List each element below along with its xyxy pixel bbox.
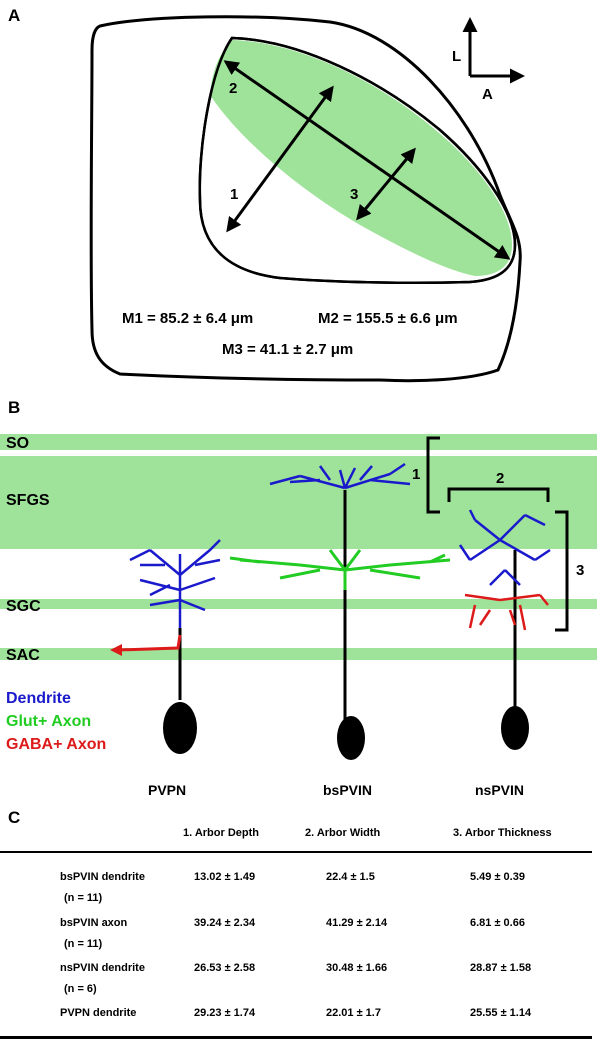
bspvin-neuron [229,462,451,760]
legend-dendrite: Dendrite [6,690,71,707]
m3-measurement: M3 = 41.1 ± 2.7 μm [222,341,354,358]
panel-b-letter: B [8,398,21,417]
bracket-1 [426,436,440,514]
bracket-label-1: 1 [412,466,421,483]
layer-band-sgc [0,599,597,609]
measure-label-1: 1 [230,186,239,203]
cell-depth: 39.24 ± 2.34 [194,917,256,929]
nspvin-neuron [458,509,551,750]
cell-width: 22.01 ± 1.7 [326,1007,381,1019]
m1-measurement: M1 = 85.2 ± 6.4 μm [122,310,254,327]
cell-label-nspvin: nsPVIN [475,782,525,798]
cell-thickness: 25.55 ± 1.14 [470,1007,532,1019]
column-header-width: 2. Arbor Width [305,827,381,839]
measure-label-3: 3 [350,186,359,203]
row-name: bsPVIN axon [60,917,128,929]
layer-band-so [0,434,597,450]
legend-gaba-axon: GABA+ Axon [6,736,107,753]
row-name: nsPVIN dendrite [60,962,145,974]
cell-width: 41.29 ± 2.14 [326,917,388,929]
layer-band-sfgs [0,456,597,549]
bracket-label-2: 2 [496,470,505,487]
orientation-anterior-label: A [482,86,493,103]
table-top-rule [0,851,592,853]
panel-c-letter: C [8,808,21,827]
row-name: bsPVIN dendrite [60,871,145,883]
row-name: PVPN dendrite [60,1007,137,1019]
cell-label-bspvin: bsPVIN [323,782,373,798]
cell-thickness: 6.81 ± 0.66 [470,917,525,929]
measure-arrow-3 [356,147,416,221]
orientation-lateral-label: L [452,48,462,65]
layer-label-so: SO [6,435,30,452]
pvpn-neuron [110,539,221,754]
bracket-3 [555,510,569,632]
layer-label-sac: SAC [6,647,40,664]
column-header-thickness: 3. Arbor Thickness [453,827,552,839]
table-bottom-rule [0,1036,592,1039]
bracket-2 [447,487,550,502]
cell-depth: 13.02 ± 1.49 [194,871,256,883]
cell-thickness: 5.49 ± 0.39 [470,871,525,883]
cell-depth: 26.53 ± 2.58 [194,962,256,974]
cell-thickness: 28.87 ± 1.58 [470,962,532,974]
row-n: (n = 6) [64,983,97,995]
panel-b-diagram [0,434,597,760]
legend-glut-axon: Glut+ Axon [6,713,92,730]
row-n: (n = 11) [64,938,103,950]
row-n: (n = 11) [64,892,103,904]
panel-a-diagram [89,15,525,383]
cell-label-pvpn: PVPN [148,782,187,798]
layer-label-sfgs: SFGS [6,492,50,509]
measure-label-2: 2 [229,80,238,97]
cell-width: 22.4 ± 1.5 [326,871,375,883]
bracket-label-3: 3 [576,562,585,579]
layer-band-sac [0,648,597,660]
cell-width: 30.48 ± 1.66 [326,962,388,974]
layer-label-sgc: SGC [6,598,41,615]
column-header-depth: 1. Arbor Depth [183,827,259,839]
cell-depth: 29.23 ± 1.74 [194,1007,256,1019]
m2-measurement: M2 = 155.5 ± 6.6 μm [318,310,458,327]
panel-a-letter: A [8,6,21,25]
